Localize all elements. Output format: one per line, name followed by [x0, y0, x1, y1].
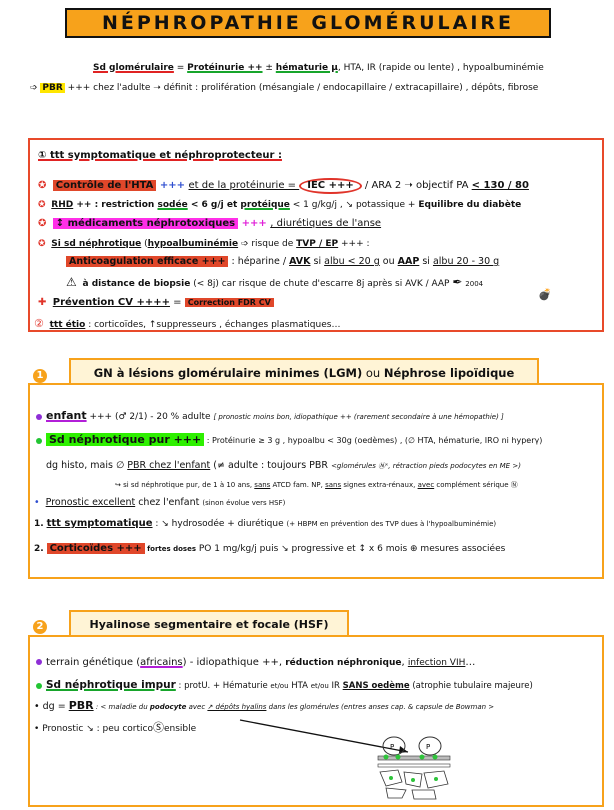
bullet-icon: ✪ — [38, 218, 47, 229]
cell-shape — [379, 769, 403, 787]
cell-nucleus — [434, 777, 438, 781]
bullet-icon: ✪ — [38, 239, 46, 249]
basement-membrane — [377, 755, 451, 761]
s3-dg-line: • dg = PBR : < maladie du podocyte avec … — [34, 699, 495, 713]
intro-line-1: Sd glomérulaire = Protéinurie ++ ± hémat… — [93, 63, 544, 73]
hyalin-deposit — [432, 754, 438, 760]
s3-impur-line: Sd néphrotique impur : protU. + Hématuri… — [36, 679, 533, 692]
s3-terrain-line: terrain génétique (africains) - idiopath… — [36, 657, 475, 669]
bullet-icon: ✪ — [38, 180, 47, 191]
s2-enfant-line: enfant +++ (♂ 2/1) - 20 % adulte [ prono… — [36, 410, 504, 423]
hyalin-deposit — [395, 754, 401, 760]
pbr-highlight: PBR — [40, 83, 65, 93]
section-number-2: 2 — [33, 620, 47, 634]
bullet-dot — [36, 659, 42, 665]
cell-shape — [423, 770, 449, 789]
s2-ttt1-line: 1. ttt symptomatique : ↘ hydrosodée + di… — [34, 518, 497, 529]
cell-nucleus — [411, 778, 415, 782]
bullet-dot: • — [34, 497, 40, 508]
bullet-dot: • — [34, 701, 40, 712]
podocyte-left — [382, 736, 406, 756]
bomb-icon: 💣 — [538, 288, 552, 301]
page-title: NÉPHROPATHIE GLOMÉRULAIRE — [65, 8, 551, 38]
warning-icon: ⚠ — [66, 275, 77, 289]
cell-nucleus — [389, 776, 393, 780]
podocyte-label-right: P — [426, 743, 430, 751]
cell-shape — [403, 771, 423, 788]
pen-icon: ✒ — [452, 275, 463, 289]
s1-nephrotox-line: ✪ ↕ médicaments néphrotoxiques +++ , diu… — [38, 218, 382, 229]
bullet-dot — [36, 437, 42, 444]
cell-shape — [385, 787, 407, 799]
podocyte-right — [418, 736, 442, 756]
s1-sd-nephrotique-line: ✪ Si sd néphrotique (hypoalbuminémie ➩ r… — [38, 239, 370, 249]
pointer-arrow — [239, 719, 409, 753]
s1-hta-line: ✪ Contrôle de l'HTA +++ et de la protéin… — [38, 178, 529, 194]
s2-ttt2-line: 2. Corticoïdes +++ fortes doses PO 1 mg/… — [34, 543, 506, 554]
cell-shape — [411, 789, 437, 800]
s2-pur-line: Sd néphrotique pur +++ : Protéinurie ≥ 3… — [36, 433, 542, 447]
s3-prono-line: • Pronostic ↘ : peu corticoⓈensible — [34, 721, 197, 735]
hyalin-deposit — [419, 754, 425, 760]
iec-circled: IEC +++ — [299, 178, 362, 194]
s2-dg-line: dg histo, mais ∅ PBR chez l'enfant (≠ ad… — [46, 460, 521, 471]
podocyte-label-left: P — [390, 743, 394, 751]
capillary-wall — [377, 763, 451, 768]
s1-warning-line: ⚠ à distance de biopsie (< 8j) car risqu… — [66, 275, 484, 289]
s2-prono-line: • Pronostic excellent chez l'enfant (sin… — [34, 497, 286, 508]
s1-anticoag-line: Anticoagulation efficace +++ : héparine … — [66, 256, 499, 268]
s2-arrow-line: ↪ si sd néphrotique pur, de 1 à 10 ans, … — [115, 481, 518, 489]
bullet-dot — [36, 682, 42, 689]
bullet-icon: ✪ — [38, 200, 46, 210]
intro-line-2: ➩ PBR +++ chez l'adulte ➝ définit : prol… — [30, 83, 539, 93]
section-number-1: 1 — [33, 369, 47, 383]
s1-prevention-line: ✚ Prévention CV ++++ = Correction FDR CV — [38, 297, 274, 309]
sd-glomerulaire: Sd glomérulaire — [93, 63, 174, 73]
s1-heading: ① ttt symptomatique et néphroprotecteur … — [38, 150, 282, 161]
arrow-icon: ➩ — [30, 83, 38, 93]
plus-icon: ✚ — [38, 297, 47, 308]
hyalin-deposit — [383, 754, 389, 760]
s1-etio-line: ② ttt étio : corticoïdes, ↑suppresseurs … — [34, 317, 341, 331]
podocyte-sketch: P P — [239, 719, 451, 800]
treatment-box — [28, 138, 604, 332]
s1-rhd-line: ✪ RHD ++ : restriction sodée < 6 g/j et … — [38, 200, 522, 210]
hsf-box — [28, 635, 604, 807]
arrow-head — [399, 746, 408, 753]
bullet-dot: • — [34, 724, 40, 734]
bullet-dot — [36, 413, 42, 420]
